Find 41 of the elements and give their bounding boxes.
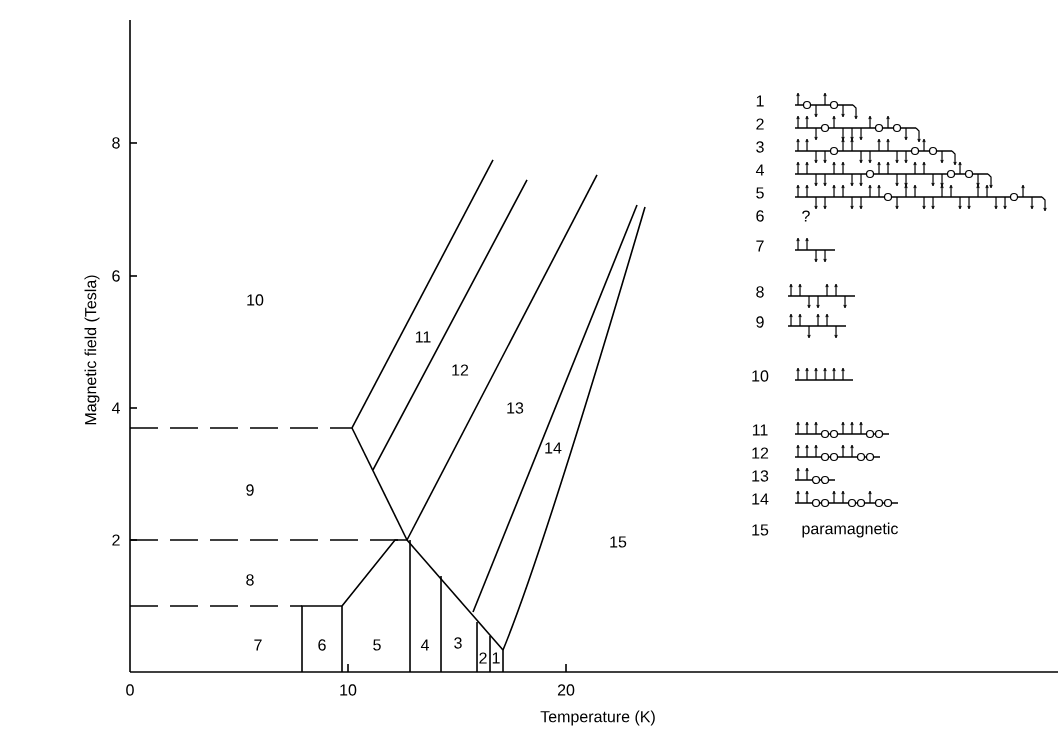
axis-title: Magnetic field (Tesla) <box>84 275 100 425</box>
legend-text: ? <box>802 210 810 222</box>
legend-number: 8 <box>756 286 764 298</box>
region-number: 10 <box>247 294 264 306</box>
legend-number: 5 <box>756 187 764 199</box>
legend-number: 2 <box>756 118 764 130</box>
region-number: 14 <box>545 442 562 454</box>
legend-number: 1 <box>756 95 764 107</box>
legend-number: 3 <box>756 141 764 153</box>
region-number: 15 <box>610 536 627 548</box>
legend-number: 9 <box>756 316 764 328</box>
legend-number: 12 <box>752 447 769 459</box>
legend-number: 4 <box>755 164 764 176</box>
legend-number: 7 <box>756 240 764 252</box>
legend-text: paramagnetic <box>802 522 898 538</box>
region-number: 2 <box>479 652 487 664</box>
tick-label: 4 <box>111 402 120 414</box>
tick-label: 8 <box>112 137 120 149</box>
tick-label: 2 <box>112 534 120 546</box>
tick-label: 6 <box>112 270 120 282</box>
legend-number: 6 <box>756 210 764 222</box>
region-number: 6 <box>318 639 326 651</box>
region-number: 3 <box>454 637 462 649</box>
region-number: 7 <box>254 639 262 651</box>
legend-number: 14 <box>752 493 769 505</box>
region-number: 1 <box>492 652 500 664</box>
axis-title: Temperature (K) <box>540 710 655 726</box>
legend-number: 11 <box>752 424 768 436</box>
tick-label: 20 <box>557 684 575 696</box>
region-number: 8 <box>246 574 254 586</box>
region-number: 9 <box>246 484 254 496</box>
region-number: 13 <box>507 402 524 414</box>
legend-number: 13 <box>752 470 769 482</box>
tick-label: 10 <box>340 684 357 696</box>
legend-number: 15 <box>752 524 769 536</box>
region-number: 4 <box>420 639 429 651</box>
tick-label: 0 <box>126 684 134 696</box>
region-number: 11 <box>415 331 431 343</box>
region-number: 12 <box>452 364 469 376</box>
legend-number: 10 <box>752 370 769 382</box>
region-number: 5 <box>373 639 381 651</box>
